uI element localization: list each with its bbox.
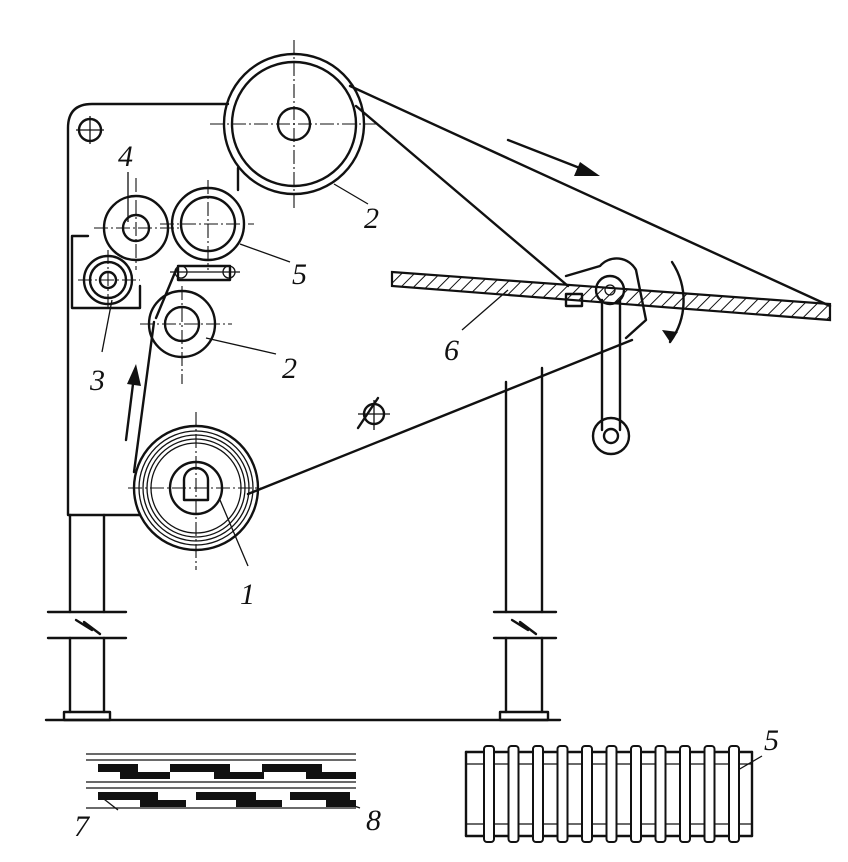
leader-lines <box>99 172 763 811</box>
label-roller-2-top: 2 <box>364 202 379 235</box>
roller-rib <box>630 745 642 843</box>
detail-layered-sheet <box>86 753 356 809</box>
roller-rib <box>728 745 740 843</box>
label-roller-4: 4 <box>118 140 133 173</box>
blade-6 <box>390 257 832 456</box>
label-roller-5: 5 <box>292 258 307 291</box>
diagram-labels: 1 2 2 3 4 5 6 5 7 8 <box>74 140 779 843</box>
roller-rib <box>532 745 544 843</box>
roller-rib <box>483 745 495 843</box>
roller-2-mid <box>140 286 232 384</box>
label-detail-8: 8 <box>366 804 381 837</box>
label-blade-6: 6 <box>444 334 459 367</box>
roller-rib <box>581 745 593 843</box>
roller-rib <box>679 745 691 843</box>
roller-4 <box>94 178 180 270</box>
fixing-points <box>76 116 390 430</box>
roller-rib <box>605 745 618 843</box>
label-detail-7: 7 <box>74 810 91 843</box>
roller-rib <box>556 745 569 843</box>
roller-3 <box>78 250 140 310</box>
roll-1 <box>128 412 262 570</box>
roller-rib <box>703 745 716 843</box>
label-roller-2-mid: 2 <box>282 352 297 385</box>
machine-frame <box>66 102 634 517</box>
roller-2-top <box>210 40 380 210</box>
direction-arrows <box>124 138 600 442</box>
roller-rib <box>507 745 520 843</box>
roller-rib <box>654 745 667 843</box>
roller-5 <box>160 180 254 282</box>
detail-roller-ribs <box>483 745 740 843</box>
machine-legs <box>44 366 562 722</box>
label-roller-3: 3 <box>89 364 105 397</box>
label-roller-1: 1 <box>240 578 255 611</box>
label-detail-5: 5 <box>764 724 779 757</box>
material-path <box>132 84 832 474</box>
